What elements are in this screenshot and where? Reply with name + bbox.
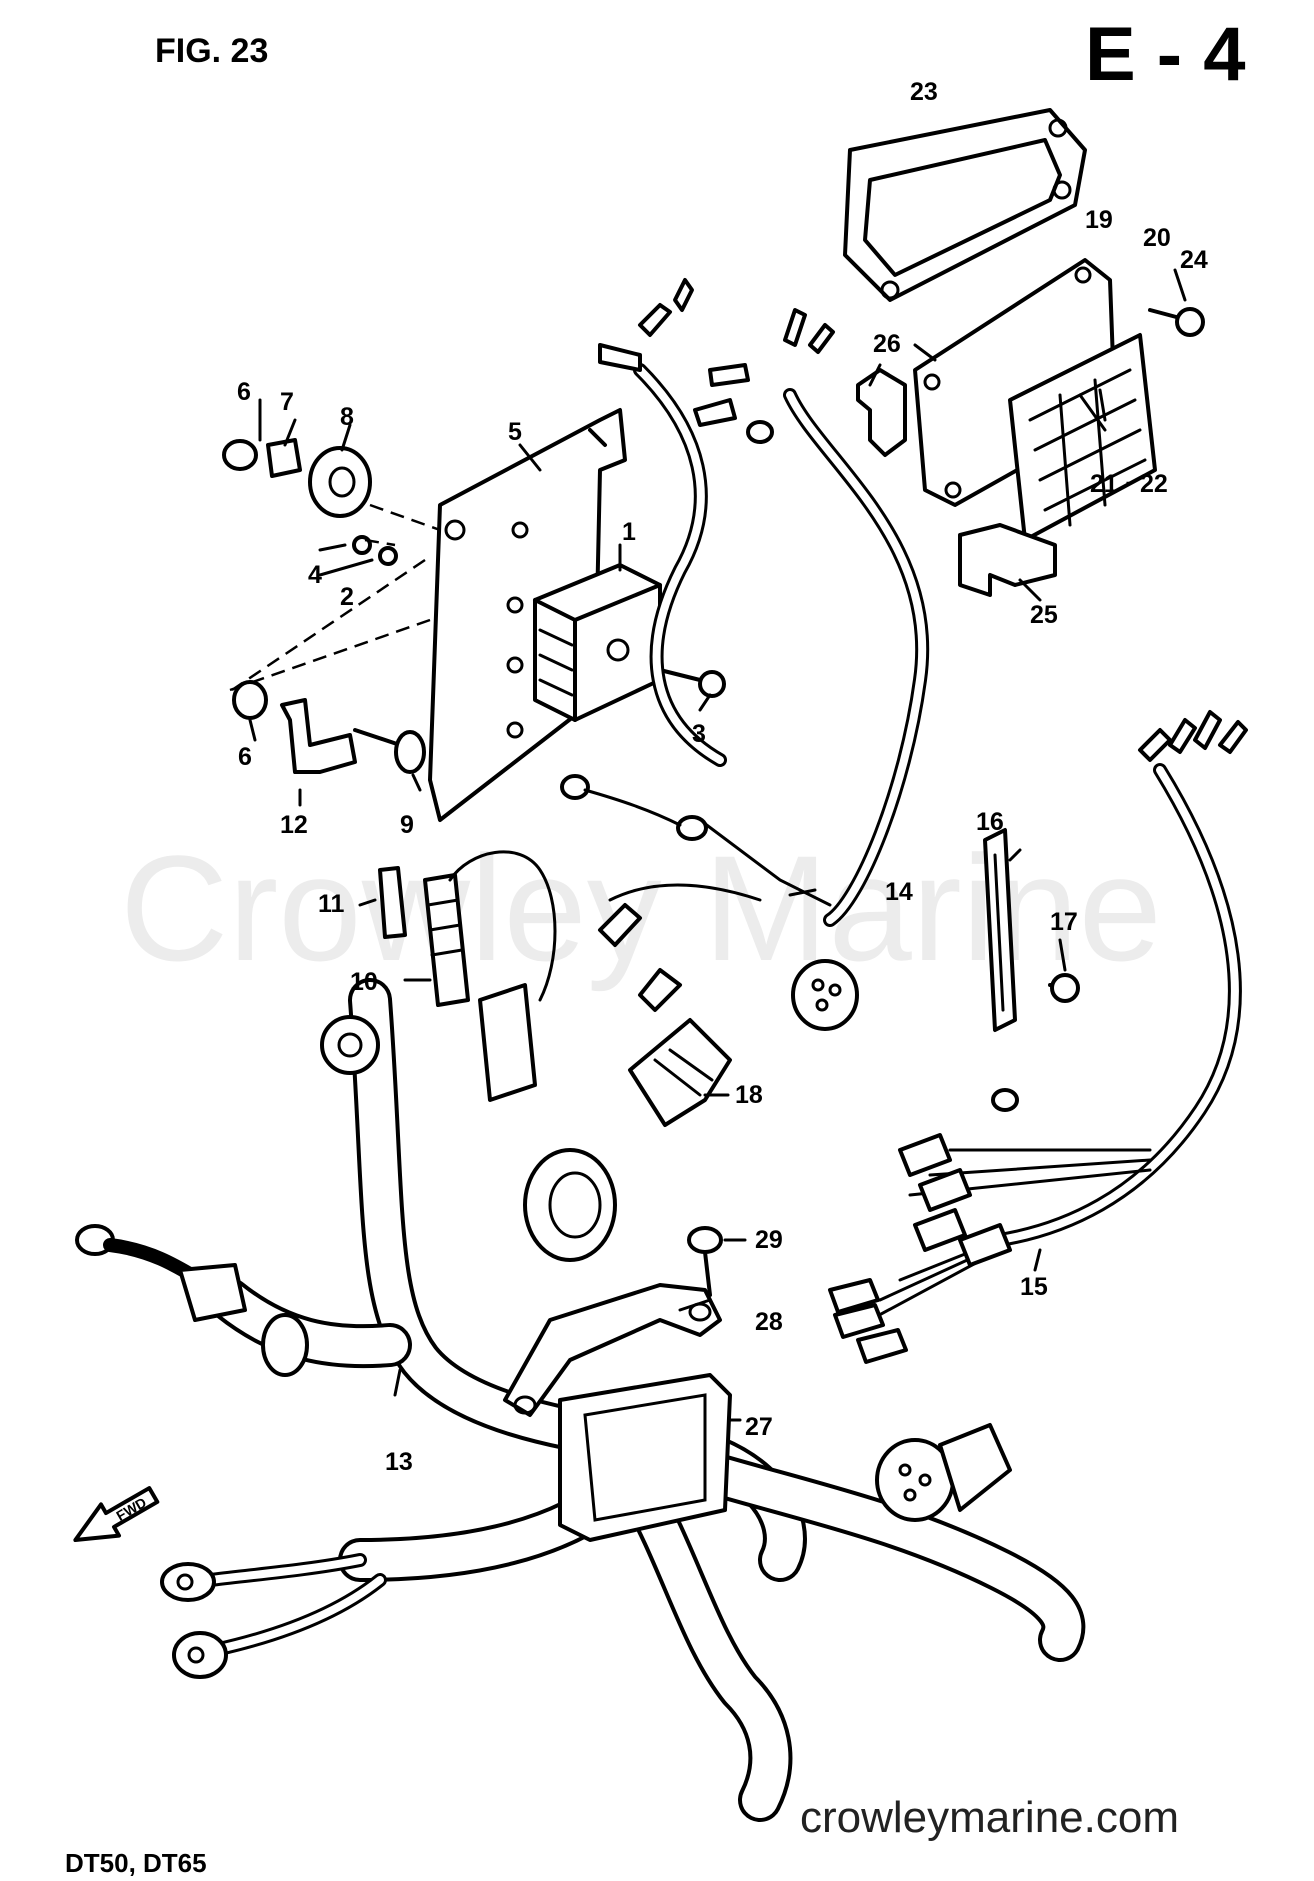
- bracket-part-5[interactable]: [428, 408, 627, 822]
- model-label: DT50, DT65: [65, 1848, 207, 1878]
- screw-part-3[interactable]: [658, 668, 726, 698]
- clip-part-25[interactable]: [958, 523, 1057, 597]
- label-part-29: 29: [755, 1226, 783, 1254]
- strap-part-16[interactable]: [983, 828, 1017, 1032]
- connector-group-15[interactable]: [828, 710, 1248, 1364]
- label-part-11: 11: [318, 890, 345, 918]
- washer-part-2[interactable]: [378, 546, 398, 566]
- ring-terminal-b[interactable]: [676, 815, 708, 841]
- section-code: E - 4: [1085, 12, 1246, 97]
- washer-part-6a[interactable]: [222, 439, 258, 471]
- bracket-part-12[interactable]: [280, 698, 357, 774]
- screw-part-24[interactable]: [1148, 307, 1205, 337]
- grommet-part-27[interactable]: [558, 1373, 732, 1542]
- label-part-13: 13: [385, 1448, 413, 1476]
- label-part-9: 9: [400, 811, 414, 839]
- bullet-connector-b[interactable]: [638, 968, 682, 1012]
- label-part-2: 2: [340, 583, 354, 611]
- ring-terminal-bottom-b[interactable]: [172, 1631, 228, 1679]
- clip-part-26[interactable]: [856, 368, 907, 457]
- grommet-part-8[interactable]: [308, 446, 372, 518]
- label-part-24: 24: [1180, 246, 1208, 274]
- label-part-1: 1: [622, 518, 636, 546]
- label-part-23: 23: [910, 78, 938, 106]
- label-part-3: 3: [692, 720, 706, 748]
- plug-bottom-right[interactable]: [875, 1423, 1012, 1522]
- label-part-8: 8: [340, 403, 354, 431]
- figure-title: FIG. 23: [155, 32, 268, 70]
- label-part-5: 5: [508, 418, 522, 446]
- label-part-7: 7: [280, 388, 294, 416]
- ring-terminal-a[interactable]: [560, 774, 590, 800]
- washer-part-6b[interactable]: [232, 680, 268, 720]
- bolt-part-9[interactable]: [353, 728, 426, 774]
- label-part-12: 12: [280, 811, 308, 839]
- label-part-16: 16: [976, 808, 1004, 836]
- label-part-18: 18: [735, 1081, 763, 1109]
- cover-part-23[interactable]: [843, 108, 1087, 302]
- label-part-6b: 6: [238, 743, 252, 771]
- fuse-part-11[interactable]: [378, 866, 407, 939]
- grommet-ring[interactable]: [523, 1148, 617, 1262]
- label-part-15: 15: [1020, 1273, 1048, 1301]
- screw-part-17[interactable]: [1048, 973, 1080, 1003]
- plug-part-18[interactable]: [628, 1018, 732, 1127]
- label-part-27: 27: [745, 1413, 773, 1441]
- label-part-25: 25: [1030, 601, 1058, 629]
- bullet-connector-a[interactable]: [598, 903, 642, 947]
- ring-terminal-bottom-a[interactable]: [160, 1562, 216, 1602]
- label-part-14: 14: [885, 878, 913, 906]
- website-link[interactable]: crowleymarine.com: [800, 1793, 1179, 1842]
- connector-plug-14[interactable]: [791, 959, 859, 1031]
- forward-arrow-icon: FWD: [73, 1486, 160, 1542]
- ring-terminal-13-left[interactable]: [75, 1224, 309, 1377]
- label-part-6a: 6: [237, 378, 251, 406]
- label-part-21-22: 21 · 22: [1090, 470, 1168, 498]
- label-part-20: 20: [1143, 224, 1171, 252]
- label-part-10: 10: [350, 968, 378, 996]
- label-part-26: 26: [873, 330, 901, 358]
- label-part-28: 28: [755, 1308, 783, 1336]
- cable-part-14[interactable]: [608, 363, 930, 927]
- connector-group-top[interactable]: [598, 278, 835, 444]
- label-part-19: 19: [1085, 206, 1113, 234]
- clamp-part-28[interactable]: [503, 1283, 722, 1417]
- screw-part-29[interactable]: [687, 1226, 723, 1297]
- fuse-holder-part-10[interactable]: [423, 850, 557, 1102]
- ring-terminal-13-top[interactable]: [320, 1015, 380, 1075]
- label-part-17: 17: [1050, 908, 1078, 936]
- label-part-4: 4: [308, 561, 322, 589]
